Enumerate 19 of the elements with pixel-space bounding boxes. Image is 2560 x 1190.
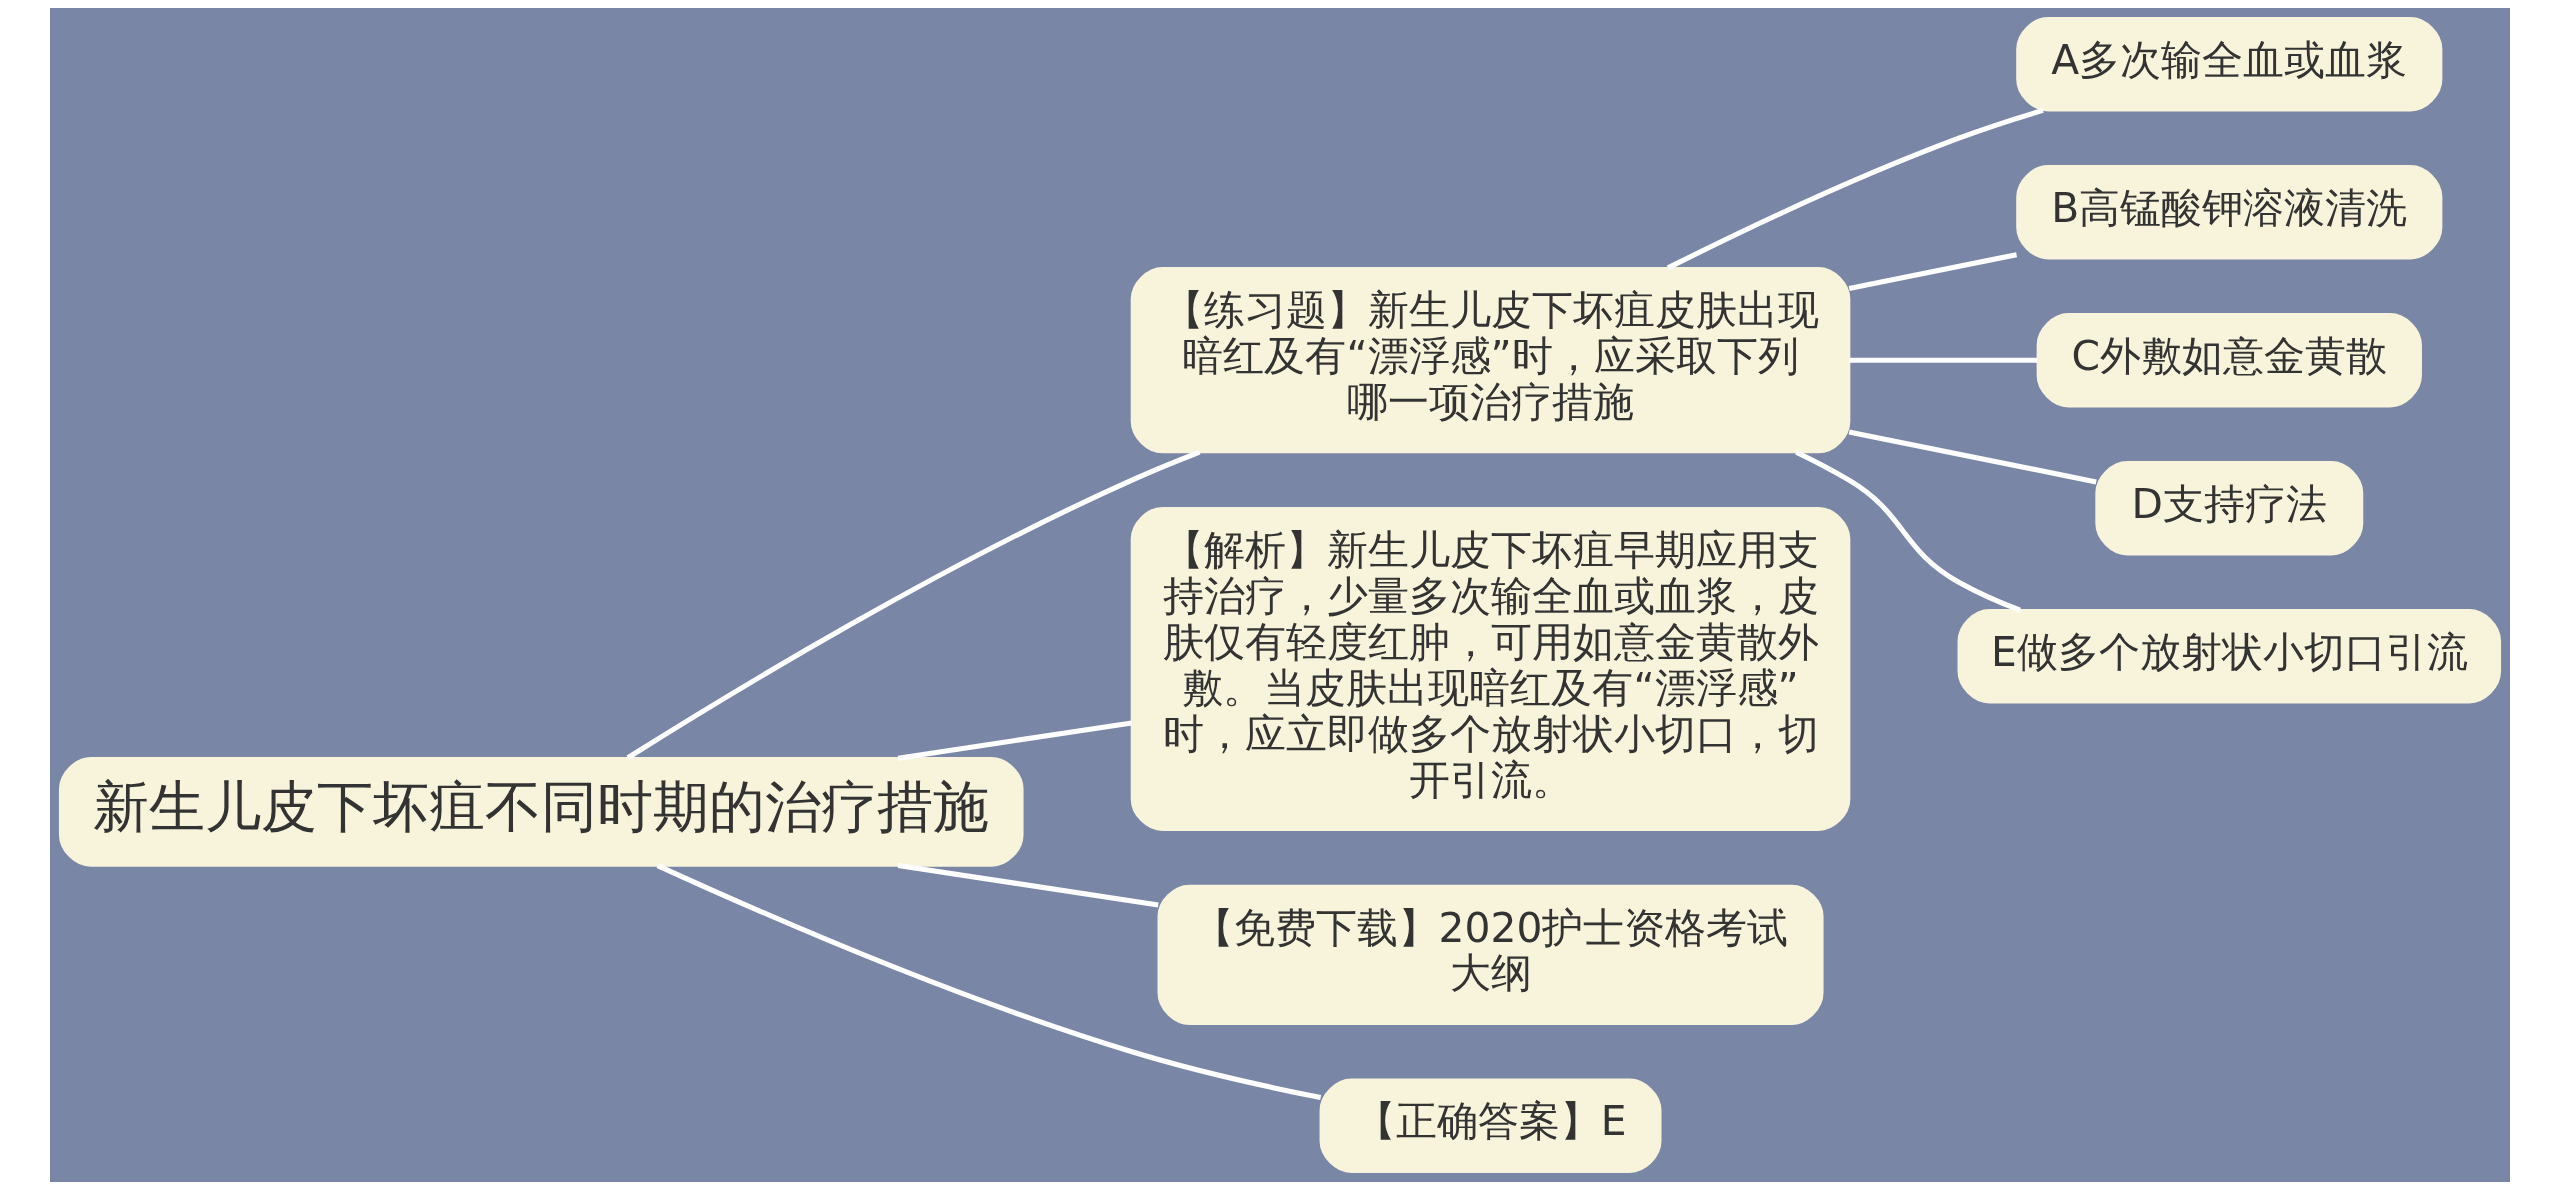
node-box: 【免费下载】2020护士资格考试大纲 bbox=[1157, 884, 1824, 1025]
connector bbox=[1849, 357, 2038, 363]
node-box: 【练习题】新生儿皮下坏疽皮肤出现暗红及有“漂浮感”时，应采取下列哪一项治疗措施 bbox=[1130, 267, 1851, 454]
node-box: A多次输全血或血浆 bbox=[2016, 17, 2443, 112]
connector bbox=[1848, 252, 2018, 291]
node-box: C外敷如意金黄散 bbox=[2036, 313, 2422, 408]
node-box: 新生儿皮下坏疽不同时期的治疗措施 bbox=[58, 757, 1024, 867]
node-box: B高锰酸钾溶液清洗 bbox=[2016, 165, 2443, 260]
connector bbox=[626, 449, 1201, 760]
connector bbox=[656, 863, 1322, 1101]
node-box: 【正确答案】E bbox=[1319, 1078, 1662, 1173]
node-box: E做多个放射状小切口引流 bbox=[1957, 609, 2502, 704]
node-box: D支持疗法 bbox=[2095, 461, 2364, 556]
connector bbox=[1848, 429, 2097, 485]
connector bbox=[1795, 449, 2021, 613]
connector bbox=[897, 863, 1159, 908]
connector bbox=[1666, 107, 2044, 271]
node-box: 【解析】新生儿皮下坏疽早期应用支持治疗，少量多次输全血或血浆，皮肤仅有轻度红肿，可用如意金黄散外敷。当皮肤出现暗红及有“漂浮感”时，应立即做多个放射状小切口，切开引流。 bbox=[1130, 506, 1851, 832]
connector bbox=[897, 720, 1133, 761]
